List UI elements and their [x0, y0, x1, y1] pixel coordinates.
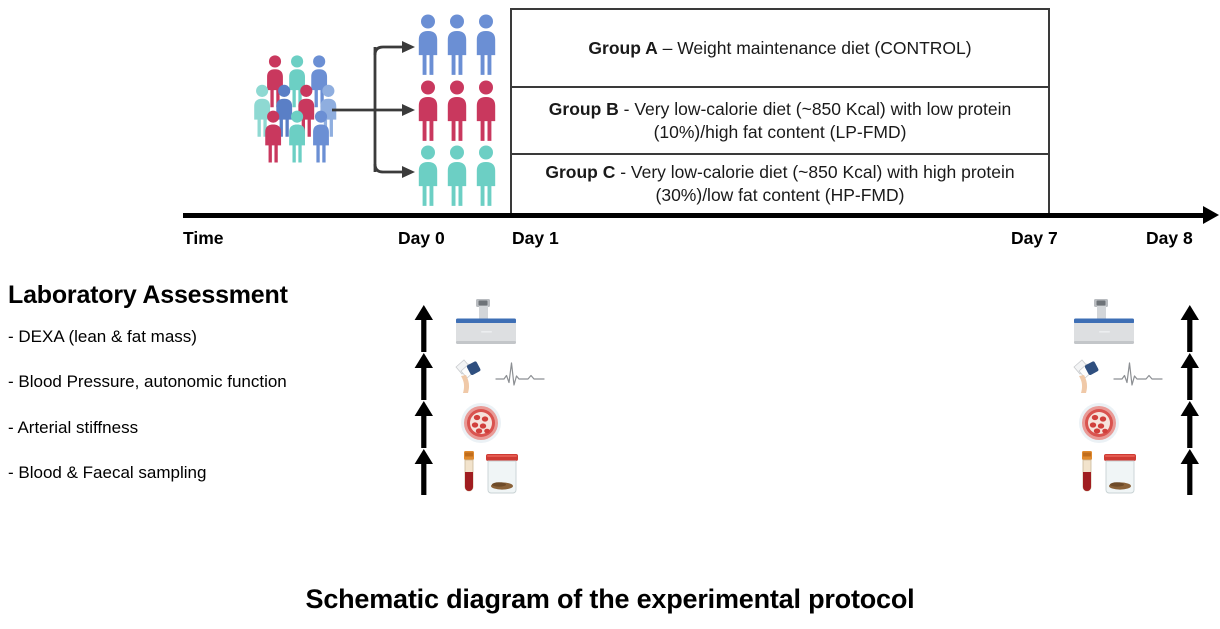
timeline-label-day1: Day 1	[512, 228, 559, 248]
up-arrow-icon	[1180, 401, 1199, 448]
up-arrow-icon	[414, 401, 433, 448]
blood-pressure-cuff-icon	[455, 359, 481, 393]
randomisation-branch-arrows	[330, 20, 425, 200]
timeline-arrowhead-icon	[1203, 206, 1219, 224]
group-a-name: Group A	[588, 37, 658, 58]
blood-pressure-cuff-icon	[1073, 359, 1099, 393]
stool-sample-jar-icon	[1104, 454, 1136, 494]
group-row-b: Group B - Very low-calorie diet (~850 Kc…	[512, 86, 1048, 153]
up-arrow-icon	[414, 305, 433, 352]
laboratory-assessment-heading: Laboratory Assessment	[8, 281, 288, 309]
lab-item-arterial-stiffness: - Arterial stiffness	[8, 418, 139, 437]
blood-pressure-and-ecg-icon	[1068, 355, 1168, 402]
up-arrow-icon	[414, 353, 433, 400]
branch-arrowhead-top	[402, 41, 415, 53]
blood-and-faecal-sample-icons	[456, 450, 526, 503]
blood-vessel-cross-section-icon	[460, 402, 502, 449]
branch-arrowhead-middle	[402, 104, 415, 116]
ecg-trace-icon	[495, 362, 545, 386]
assessment-arrows-day8	[1178, 305, 1202, 496]
group-row-a: Group A – Weight maintenance diet (CONTR…	[512, 10, 1048, 86]
timeline-axis	[183, 213, 1213, 218]
group-b-figures	[418, 80, 496, 141]
up-arrow-icon	[1180, 353, 1199, 400]
group-b-name: Group B	[548, 98, 619, 119]
dexa-scanner-icon	[448, 298, 524, 353]
stool-sample-jar-icon	[486, 454, 518, 494]
timeline-label-day0: Day 0	[398, 228, 445, 248]
group-a-figures	[418, 14, 496, 75]
up-arrow-icon	[414, 449, 433, 496]
group-a-description: – Weight maintenance diet (CONTROL)	[657, 37, 972, 58]
group-c-description: - Very low-calorie diet (~850 Kcal) with…	[615, 161, 1015, 206]
branch-arrowhead-bottom	[402, 166, 415, 178]
group-b-description: - Very low-calorie diet (~850 Kcal) with…	[618, 98, 1012, 142]
figure-caption: Schematic diagram of the experimental pr…	[305, 584, 915, 614]
blood-vessel-cross-section-icon	[1078, 402, 1120, 449]
assessment-icons-day8	[1066, 298, 1176, 503]
group-c-name: Group C	[545, 161, 616, 182]
time-axis-label: Time	[183, 228, 224, 248]
up-arrow-icon	[1180, 449, 1199, 496]
timeline-label-day8: Day 8	[1146, 228, 1193, 248]
blood-pressure-and-ecg-icon	[450, 355, 550, 402]
ecg-trace-icon	[1113, 362, 1163, 386]
blood-and-faecal-sample-icons	[1074, 450, 1144, 503]
group-c-figures	[418, 145, 496, 206]
assessment-arrows-day1	[412, 305, 436, 496]
lab-item-dexa: - DEXA (lean & fat mass)	[8, 327, 197, 346]
group-row-c: Group C - Very low-calorie diet (~850 Kc…	[512, 153, 1048, 213]
blood-collection-tube-icon	[464, 451, 474, 492]
assessment-icons-day1	[448, 298, 558, 503]
dexa-scanner-icon	[1066, 298, 1142, 353]
up-arrow-icon	[1180, 305, 1199, 352]
lab-item-blood-faecal-sampling: - Blood & Faecal sampling	[8, 463, 207, 482]
group-allocation-table: Group A – Weight maintenance diet (CONTR…	[510, 8, 1050, 215]
timeline-label-day7: Day 7	[1011, 228, 1058, 248]
allocated-groups-figures	[418, 14, 508, 206]
lab-item-blood-pressure: - Blood Pressure, autonomic function	[8, 372, 287, 391]
blood-collection-tube-icon	[1082, 451, 1092, 492]
